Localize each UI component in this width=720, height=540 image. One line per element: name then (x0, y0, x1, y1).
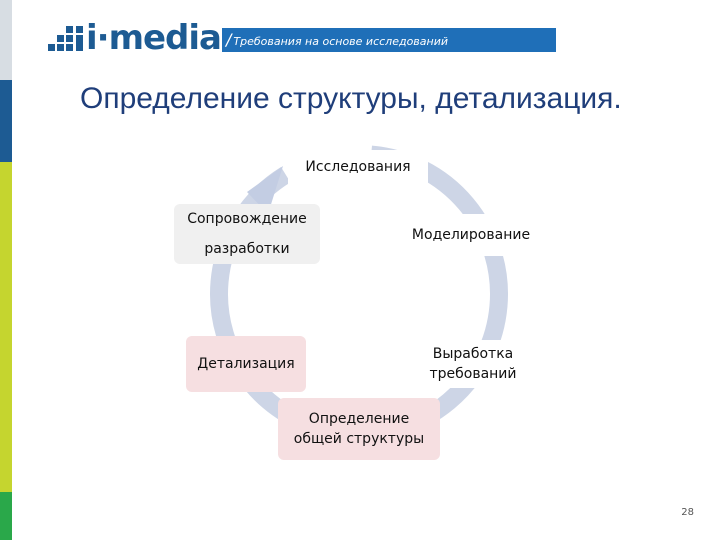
banner-slash: / (226, 30, 232, 49)
node-detailing-label: Детализация (197, 356, 295, 372)
side-stripe-green (0, 492, 12, 540)
node-overall-structure: Определение общей структуры (278, 398, 440, 460)
node-modeling-label: Моделирование (411, 227, 531, 243)
node-support-line2: разработки (204, 241, 290, 257)
logo-text: i·media (86, 18, 222, 58)
side-stripe-blue (0, 80, 12, 162)
node-overall-line1: Определение (308, 411, 410, 427)
brand-logo: i·media (46, 18, 222, 58)
node-support-line1: Сопровождение (187, 211, 307, 227)
node-requirements-line2: требований (429, 366, 517, 382)
node-detailing: Детализация (186, 336, 306, 392)
node-research-label: Исследования (305, 159, 411, 175)
node-overall-line2: общей структуры (293, 431, 425, 447)
logo-squares-icon (48, 26, 83, 51)
page-title: Определение структуры, детализация. (80, 82, 622, 115)
banner-subtitle: Требования на основе исследований (233, 35, 449, 48)
side-stripe-gray (0, 0, 12, 80)
node-requirements: Выработка требований (412, 340, 534, 388)
node-modeling: Моделирование (396, 214, 546, 256)
side-stripe-lime (0, 162, 12, 492)
page-number: 28 (681, 507, 694, 518)
header-banner: /Требования на основе исследований (222, 28, 556, 52)
node-research: Исследования (288, 150, 428, 184)
node-development-support: Сопровождение разработки (174, 204, 320, 264)
node-requirements-line1: Выработка (432, 346, 514, 362)
